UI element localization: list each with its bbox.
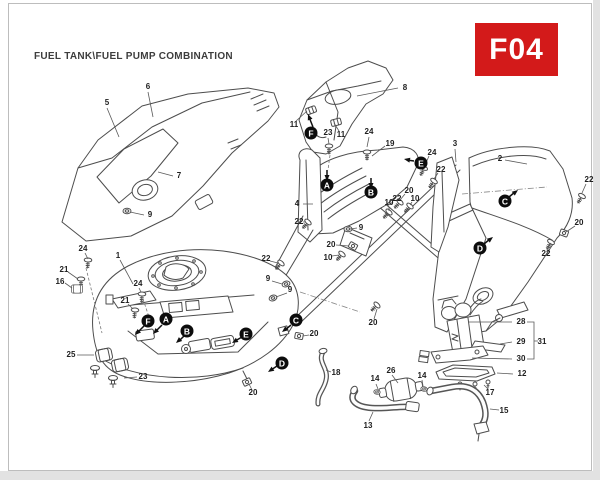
fastener-letter-callout-B[interactable]: B — [364, 185, 378, 199]
part-number-callout-31[interactable]: 31 — [537, 337, 547, 346]
part-number-callout-4[interactable]: 4 — [294, 199, 300, 208]
part-number-callout-9[interactable]: 9 — [265, 274, 271, 283]
part-number-callout-22[interactable]: 22 — [261, 254, 271, 263]
part-number-callout-28[interactable]: 28 — [516, 317, 526, 326]
part-5-left-tank-cover — [61, 87, 280, 242]
fastener-letter-callout-E[interactable]: E — [414, 156, 428, 170]
part-number-callout-20[interactable]: 20 — [309, 329, 319, 338]
fastener-letter-callout-D[interactable]: D — [275, 356, 289, 370]
part-number-callout-21[interactable]: 21 — [120, 296, 130, 305]
part-number-callout-3[interactable]: 3 — [452, 139, 458, 148]
part-number-callout-20[interactable]: 20 — [248, 388, 258, 397]
part-28-fuel-pump — [418, 287, 506, 364]
part-1-fuel-tank — [92, 249, 299, 383]
fastener-letter-callout-C[interactable]: C — [289, 313, 303, 327]
part-number-callout-6[interactable]: 6 — [145, 82, 151, 91]
part-number-callout-10[interactable]: 10 — [323, 253, 333, 262]
part-number-callout-22[interactable]: 22 — [541, 249, 551, 258]
part-number-callout-23[interactable]: 23 — [138, 372, 148, 381]
part-number-callout-20[interactable]: 20 — [574, 218, 584, 227]
part-number-callout-24[interactable]: 24 — [78, 244, 88, 253]
canvas-margin-bottom — [0, 471, 600, 480]
diagram-title: FUEL TANK\FUEL PUMP COMBINATION — [34, 51, 233, 62]
part-12-gasket — [435, 364, 496, 391]
part-13-fuel-hose — [349, 385, 420, 413]
part-number-callout-11[interactable]: 11 — [289, 120, 299, 129]
fastener-letter-callout-E[interactable]: E — [239, 327, 253, 341]
canvas-margin-right — [593, 0, 600, 480]
part-number-callout-12[interactable]: 12 — [517, 369, 527, 378]
part-8-front-cover — [298, 60, 394, 155]
part-number-callout-17[interactable]: 17 — [485, 388, 495, 397]
part-number-callout-26[interactable]: 26 — [386, 366, 396, 375]
part-number-callout-5[interactable]: 5 — [104, 98, 110, 107]
part-number-callout-29[interactable]: 29 — [516, 337, 526, 346]
fastener-letter-callout-B[interactable]: B — [180, 324, 194, 338]
part-number-callout-8[interactable]: 8 — [402, 83, 408, 92]
fastener-letter-callout-C[interactable]: C — [498, 194, 512, 208]
part-number-callout-24[interactable]: 24 — [133, 279, 143, 288]
part-number-callout-24[interactable]: 24 — [427, 148, 437, 157]
part-number-callout-9[interactable]: 9 — [287, 285, 293, 294]
part-number-callout-15[interactable]: 15 — [499, 406, 509, 415]
part-2-right-side-panel — [451, 146, 573, 335]
part-19-center-panel — [304, 146, 419, 235]
part-number-callout-2[interactable]: 2 — [497, 154, 503, 163]
part-number-callout-20[interactable]: 20 — [404, 186, 414, 195]
part-number-callout-22[interactable]: 22 — [392, 194, 402, 203]
part-number-callout-23[interactable]: 23 — [323, 128, 333, 137]
part-number-callout-25[interactable]: 25 — [66, 350, 76, 359]
fastener-letter-callout-A[interactable]: A — [159, 312, 173, 326]
fastener-letter-callout-A[interactable]: A — [320, 178, 334, 192]
part-number-callout-11[interactable]: 11 — [336, 130, 346, 139]
part-number-callout-1[interactable]: 1 — [115, 251, 121, 260]
part-number-callout-13[interactable]: 13 — [363, 421, 373, 430]
part-number-callout-16[interactable]: 16 — [55, 277, 65, 286]
part-15-fuel-hose — [426, 383, 490, 442]
page-code-badge: F04 — [475, 23, 558, 76]
part-number-callout-7[interactable]: 7 — [176, 171, 182, 180]
part-number-callout-22[interactable]: 22 — [584, 175, 594, 184]
fastener-letter-callout-F[interactable]: F — [141, 314, 155, 328]
fastener-letter-callout-D[interactable]: D — [473, 241, 487, 255]
part-number-callout-19[interactable]: 19 — [385, 139, 395, 148]
part-number-callout-20[interactable]: 20 — [368, 318, 378, 327]
part-number-callout-9[interactable]: 9 — [147, 210, 153, 219]
part-number-callout-18[interactable]: 18 — [331, 368, 341, 377]
part-number-callout-9[interactable]: 9 — [358, 223, 364, 232]
part-number-callout-22[interactable]: 22 — [436, 165, 446, 174]
part-26-fuel-filter — [373, 377, 428, 402]
part-number-callout-14[interactable]: 14 — [417, 371, 427, 380]
part-18-vent-hose — [315, 347, 329, 407]
part-number-callout-30[interactable]: 30 — [516, 354, 526, 363]
part-number-callout-24[interactable]: 24 — [364, 127, 374, 136]
part-3-trim-strip — [430, 156, 460, 253]
part-number-callout-10[interactable]: 10 — [410, 194, 420, 203]
fastener-letter-callout-F[interactable]: F — [304, 126, 318, 140]
part-number-callout-21[interactable]: 21 — [59, 265, 69, 274]
part-number-callout-20[interactable]: 20 — [326, 240, 336, 249]
part-number-callout-22[interactable]: 22 — [294, 217, 304, 226]
part-number-callout-10[interactable]: 10 — [384, 198, 394, 207]
part-number-callout-14[interactable]: 14 — [370, 374, 380, 383]
